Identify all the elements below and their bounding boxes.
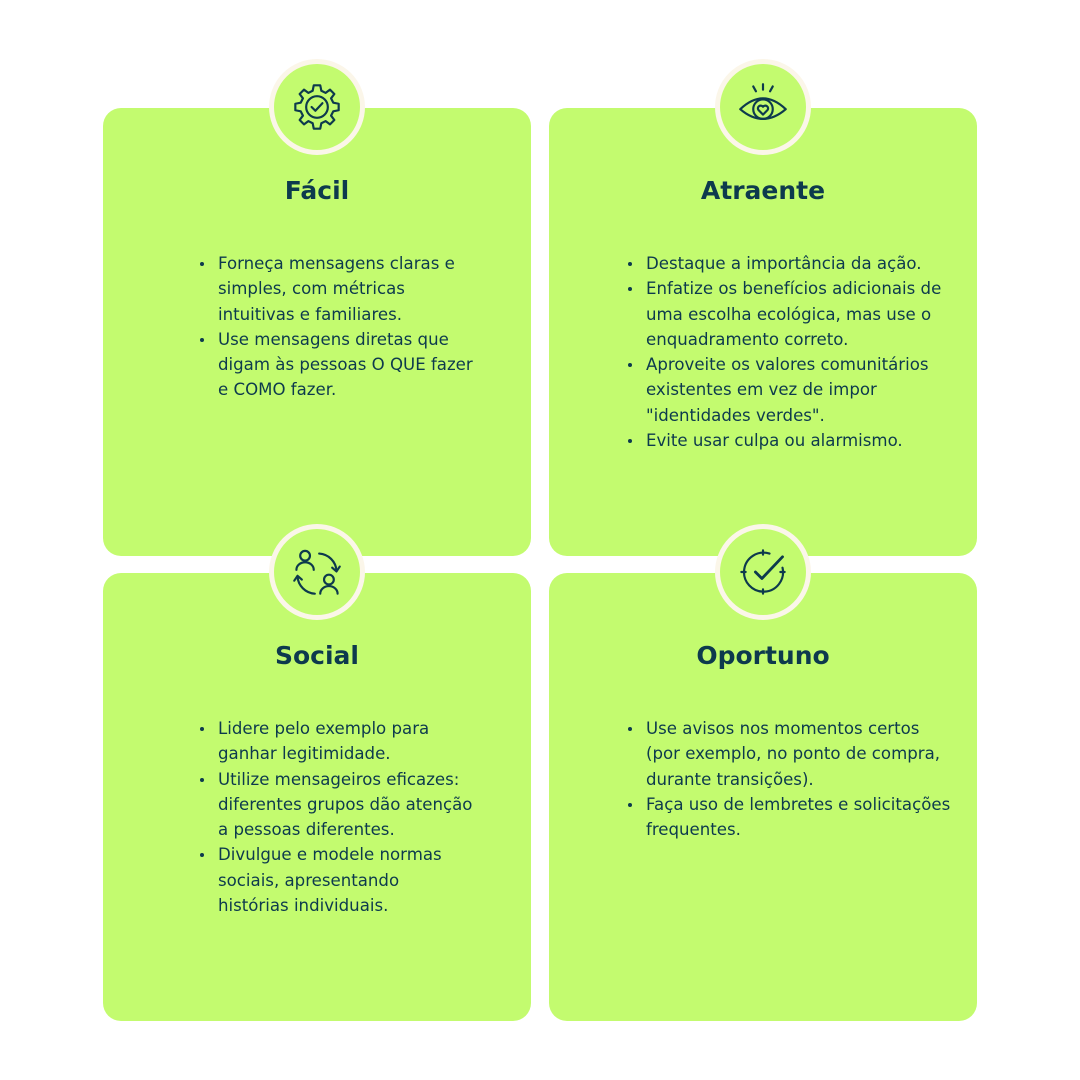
- bullet-item: Evite usar culpa ou alarmismo.: [628, 428, 953, 453]
- people-exchange-icon: [293, 549, 341, 595]
- gear-check-icon: [294, 84, 340, 130]
- bullet-item: Lidere pelo exemplo para ganhar legitimi…: [200, 716, 475, 767]
- bullet-item: Aproveite os valores comunitários existe…: [628, 352, 953, 428]
- card-title: Oportuno: [696, 641, 830, 670]
- bullet-list: Lidere pelo exemplo para ganhar legitimi…: [200, 716, 475, 918]
- bullet-list: Use avisos nos momentos certos (por exem…: [628, 716, 953, 842]
- bullet-item: Enfatize os benefícios adicionais de uma…: [628, 276, 953, 352]
- card-facil-badge: [269, 59, 365, 155]
- bullet-item: Divulgue e modele normas sociais, aprese…: [200, 842, 475, 918]
- eye-heart-icon: [739, 83, 787, 120]
- clock-check-icon: [740, 549, 786, 595]
- card-oportuno: Oportuno Use avisos nos momentos certos …: [549, 524, 977, 1021]
- card-oportuno-badge: [715, 524, 811, 620]
- card-title: Fácil: [284, 176, 350, 205]
- card-social: Social Lidere pelo exemplo para ganhar l…: [103, 524, 531, 1021]
- card-facil: Fácil Forneça mensagens claras e simples…: [103, 59, 531, 556]
- bullet-item: Forneça mensagens claras e simples, com …: [200, 251, 475, 327]
- bullet-item: Destaque a importância da ação.: [628, 251, 953, 276]
- bullet-list: Forneça mensagens claras e simples, com …: [200, 251, 475, 403]
- bullet-item: Use avisos nos momentos certos (por exem…: [628, 716, 953, 792]
- bullet-item: Use mensagens diretas que digam às pesso…: [200, 327, 475, 403]
- card-social-badge: [269, 524, 365, 620]
- card-title: Social: [274, 641, 359, 670]
- bullet-item: Faça uso de lembretes e solicitações fre…: [628, 792, 953, 843]
- card-atraente: Atraente Destaque a importância da ação.…: [549, 59, 977, 556]
- card-atraente-badge: [715, 59, 811, 155]
- card-title: Atraente: [700, 176, 826, 205]
- bullet-item: Utilize mensageiros eficazes: diferentes…: [200, 767, 475, 843]
- bullet-list: Destaque a importância da ação. Enfatize…: [628, 251, 953, 453]
